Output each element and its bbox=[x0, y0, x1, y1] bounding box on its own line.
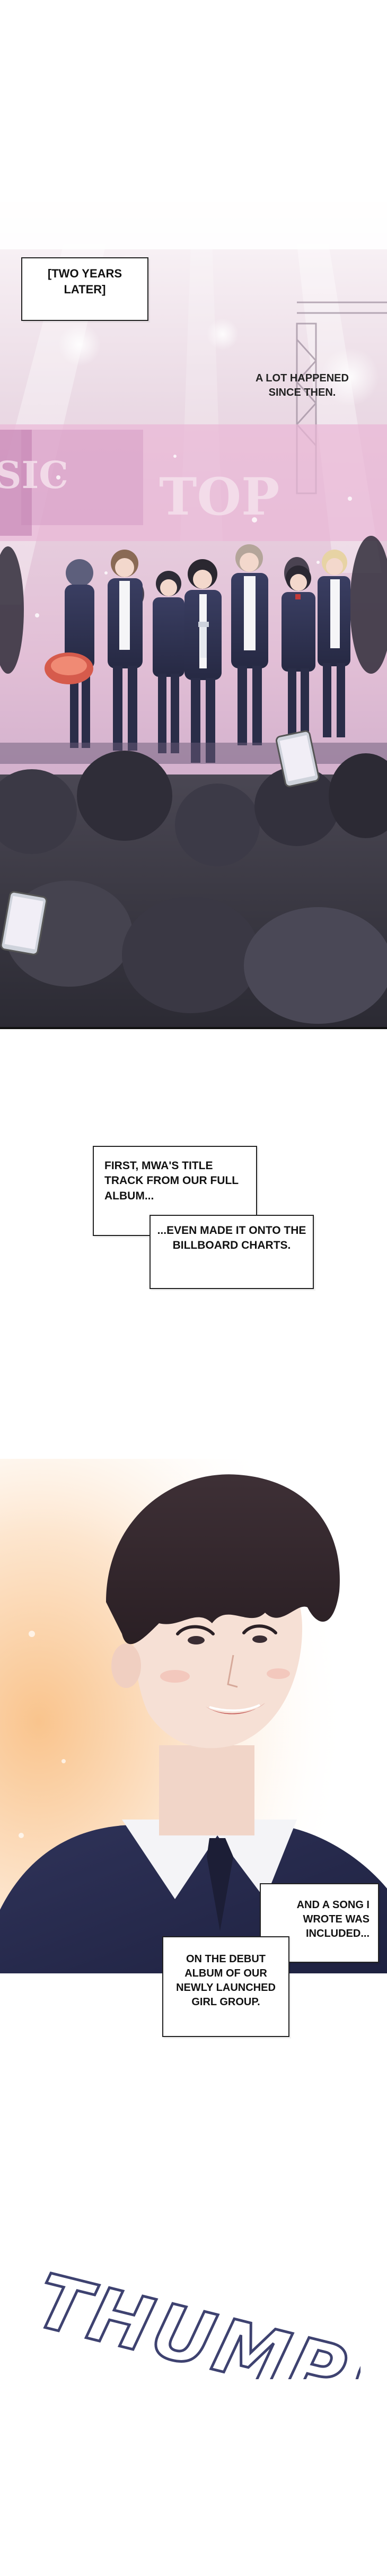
caption-debut: ON THE DEBUT ALBUM OF OUR NEWLY LAUNCHED… bbox=[162, 1936, 289, 2037]
idol-member bbox=[184, 559, 222, 763]
caption-billboard: ...EVEN MADE IT ONTO THE BILLBOARD CHART… bbox=[149, 1215, 314, 1289]
bokeh-particles bbox=[35, 455, 352, 617]
back-crowd bbox=[0, 536, 387, 674]
front-crowd bbox=[0, 730, 387, 1029]
concert-scene: TOP SIC bbox=[0, 202, 387, 1029]
caption-a-lot-happened: A LOT HAPPENED SINCE THEN. bbox=[256, 372, 349, 398]
thump-sfx: THUMP! bbox=[32, 2257, 360, 2379]
idol-member bbox=[282, 565, 315, 743]
caption-time-skip: [TWO YEARS LATER] bbox=[21, 257, 148, 321]
idol-member bbox=[153, 571, 184, 753]
thump-text: THUMP! bbox=[32, 2258, 360, 2379]
caption-song: AND A SONG I WROTE WAS INCLUDED... bbox=[260, 1883, 379, 1963]
idol-member bbox=[108, 550, 143, 751]
concert-panel: TOP SIC [TWO YEARS LATER] A LOT HAPPENED… bbox=[0, 202, 387, 1029]
idol-member bbox=[318, 550, 350, 737]
idol-group bbox=[45, 544, 350, 763]
stage-sign-text: TOP bbox=[159, 467, 279, 527]
idol-member bbox=[231, 544, 268, 745]
idol-member bbox=[45, 559, 94, 748]
side-sign-text: SIC bbox=[0, 453, 68, 497]
